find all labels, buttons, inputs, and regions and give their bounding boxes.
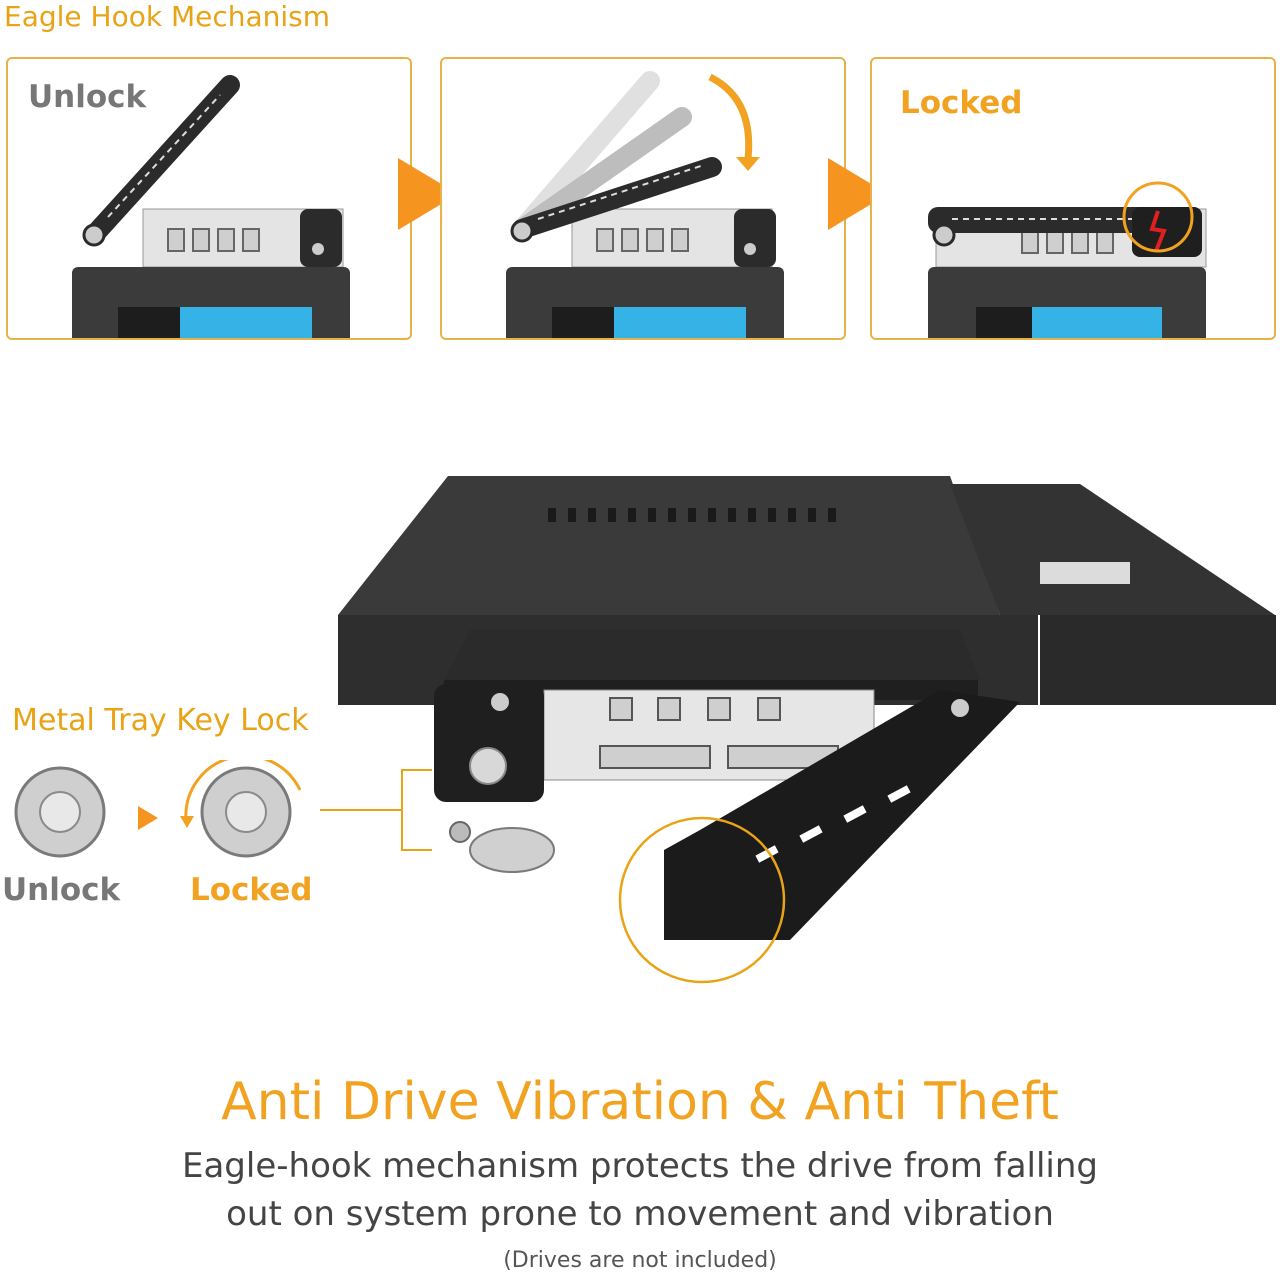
description-line-2: out on system prone to movement and vibr… — [226, 1194, 1054, 1234]
panel-locked-label: Locked — [900, 85, 1023, 121]
headline: Anti Drive Vibration & Anti Theft — [221, 1072, 1059, 1132]
drive-bay-illustration — [320, 476, 1276, 984]
tray-transition-illustration — [506, 71, 784, 338]
tray-locked-illustration — [928, 181, 1207, 338]
key-lock-title: Metal Tray Key Lock — [12, 703, 309, 738]
panel-locked: Locked — [870, 57, 1276, 340]
panel-unlock: Unlock — [6, 57, 412, 340]
arrow-right-small-icon — [138, 806, 158, 830]
mechanism-title: Eagle Hook Mechanism — [4, 0, 331, 33]
tray-unlock-illustration — [72, 75, 350, 338]
key-lock-illustration — [14, 760, 302, 858]
key-unlock-label: Unlock — [2, 872, 121, 908]
footnote: (Drives are not included) — [503, 1248, 777, 1273]
panel-unlock-label: Unlock — [28, 79, 147, 115]
panel-transition — [440, 57, 846, 340]
description-line-1: Eagle-hook mechanism protects the drive … — [181, 1146, 1098, 1186]
key-locked-label: Locked — [190, 872, 313, 908]
